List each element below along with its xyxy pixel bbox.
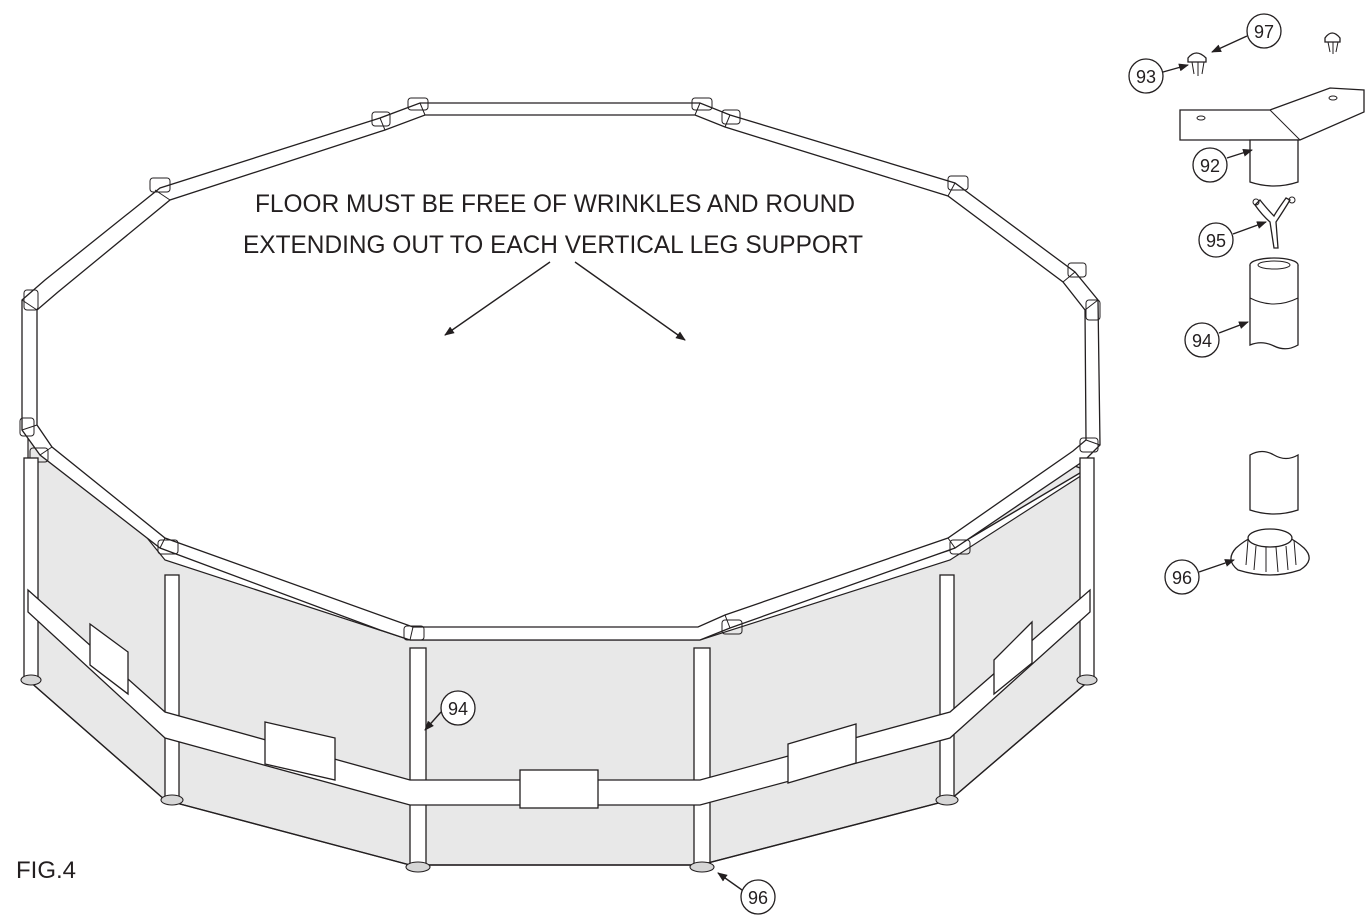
leg-bottom-segment — [1249, 450, 1299, 515]
instruction-arrow-right — [574, 261, 686, 341]
callout-pin-cap-label: 97 — [1254, 22, 1274, 42]
t-joint-part — [1179, 87, 1365, 187]
instruction-arrow-left — [444, 261, 551, 336]
instruction-line-2: EXTENDING OUT TO EACH VERTICAL LEG SUPPO… — [243, 231, 863, 259]
instruction-line-1: FLOOR MUST BE FREE OF WRINKLES AND ROUND — [255, 190, 855, 218]
callout-t-joint-label: 92 — [1200, 156, 1220, 176]
callout-pin-label: 93 — [1136, 67, 1156, 87]
clip-part — [1252, 196, 1296, 249]
rail-connectors — [19, 97, 1101, 641]
callout-leg-part-label: 94 — [1192, 331, 1212, 351]
callout-leg-label: 94 — [448, 699, 468, 719]
figure-label: FIG.4 — [16, 857, 76, 884]
callout-clip: 95 — [1198, 221, 1267, 258]
callout-foot-label: 96 — [748, 888, 768, 908]
pin-part — [1187, 52, 1207, 76]
callout-foot-part-label: 96 — [1172, 568, 1192, 588]
instruction-note: FLOOR MUST BE FREE OF WRINKLES AND ROUND… — [243, 190, 863, 341]
foot-part — [1230, 528, 1310, 576]
callout-pin: 93 — [1128, 58, 1189, 94]
vertical-legs — [23, 457, 1095, 866]
leg-part — [1249, 257, 1299, 350]
pool-bottom-edge — [27, 679, 1091, 866]
callout-pin-cap: 97 — [1211, 13, 1282, 53]
strap-pads — [89, 620, 1033, 809]
callout-leg-part: 94 — [1184, 321, 1249, 358]
callout-foot-part: 96 — [1164, 559, 1235, 595]
pool-illustration — [19, 97, 1101, 873]
callout-t-joint: 92 — [1192, 147, 1253, 183]
callout-clip-label: 95 — [1206, 231, 1226, 251]
pin-part-spare — [1324, 32, 1341, 54]
leg-feet — [20, 674, 1098, 873]
callout-leg: 94 — [424, 690, 476, 731]
parts-detail: 97 93 92 95 — [1128, 13, 1365, 595]
callout-foot: 96 — [717, 872, 776, 915]
